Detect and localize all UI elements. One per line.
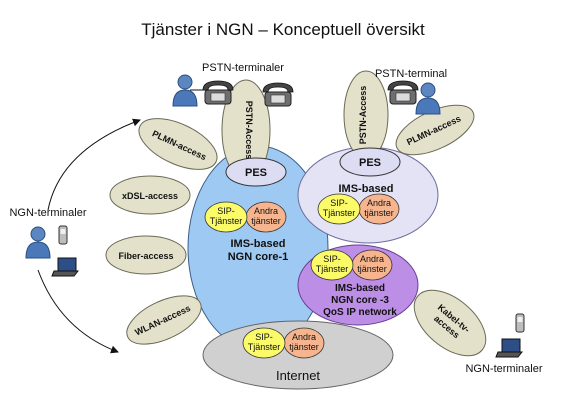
andra-label-1: Andra [360,254,384,264]
telephone-icon [202,80,234,105]
ngn-terminaler-right-label: NGN-terminaler [465,363,542,375]
wlan-access-ellipse [126,295,202,345]
fiber-access-label: Fiber-access [118,251,173,261]
core-3-label-2: NGN core -3 [331,295,389,306]
plmn-access-ellipse [138,118,218,170]
andra-label-2: tjänster [357,264,387,274]
core-1-label-1: IMS-based [230,238,285,250]
telephone-icon [262,82,294,107]
andra-label-1: Andra [292,332,316,342]
core-1-label-2: NGN core-1 [228,251,289,263]
services-core-3 [310,249,393,281]
laptop-icon [51,257,79,277]
ngn-terminaler-left-label: NGN-terminaler [9,207,86,219]
pes-core-2-label: PES [359,157,381,169]
laptop-icon [495,338,523,358]
sip-label-1: SIP- [217,206,235,216]
pes-core-2 [339,147,401,177]
sip-label-1: SIP- [255,332,273,342]
andra-label-1: Andra [254,206,278,216]
services-core-1 [204,201,287,233]
pes-core-1 [225,157,287,187]
mobile-phone-icon [515,313,525,333]
sip-label-1: SIP- [330,198,348,208]
mobile-phone-icon [58,225,68,245]
core-3-label-3: QoS IP network [323,307,397,318]
services-core-2 [317,193,400,225]
sip-label-2: Tjänster [210,216,243,226]
sip-label-2: Tjänster [248,342,281,352]
internet-label: Internet [276,368,320,383]
andra-label-2: tjänster [289,342,319,352]
arrow-to-pstn [47,118,141,211]
diagram-title: Tjänster i NGN – Konceptuell översikt [141,20,425,39]
pes-core-1-label: PES [245,167,267,179]
pstn-terminal-label: PSTN-terminal [375,68,447,80]
core-2-label: IMS-based [338,183,393,195]
fiber-access-ellipse [105,235,187,275]
sip-label-2: Tjänster [316,264,349,274]
services-internet [242,327,325,359]
person-icon [415,82,441,115]
pstn-access-label: PSTN-Access [244,101,254,160]
andra-label-2: tjänster [364,208,394,218]
pstn-access-right-label: PSTN-Access [358,86,368,145]
kabel-tv-access-ellipse [413,289,487,357]
xdsl-access-ellipse [109,175,191,215]
andra-label-2: tjänster [251,216,281,226]
arrow-to-wlan [37,269,119,354]
core-3-label-1: IMS-based [335,283,385,294]
telephone-icon [387,80,419,105]
andra-label-1: Andra [367,198,391,208]
person-icon [25,226,51,259]
sip-label-1: SIP- [323,254,341,264]
sip-label-2: Tjänster [323,208,356,218]
pstn-terminaler-label: PSTN-terminaler [202,62,284,74]
xdsl-access-label: xDSL-access [122,191,178,201]
